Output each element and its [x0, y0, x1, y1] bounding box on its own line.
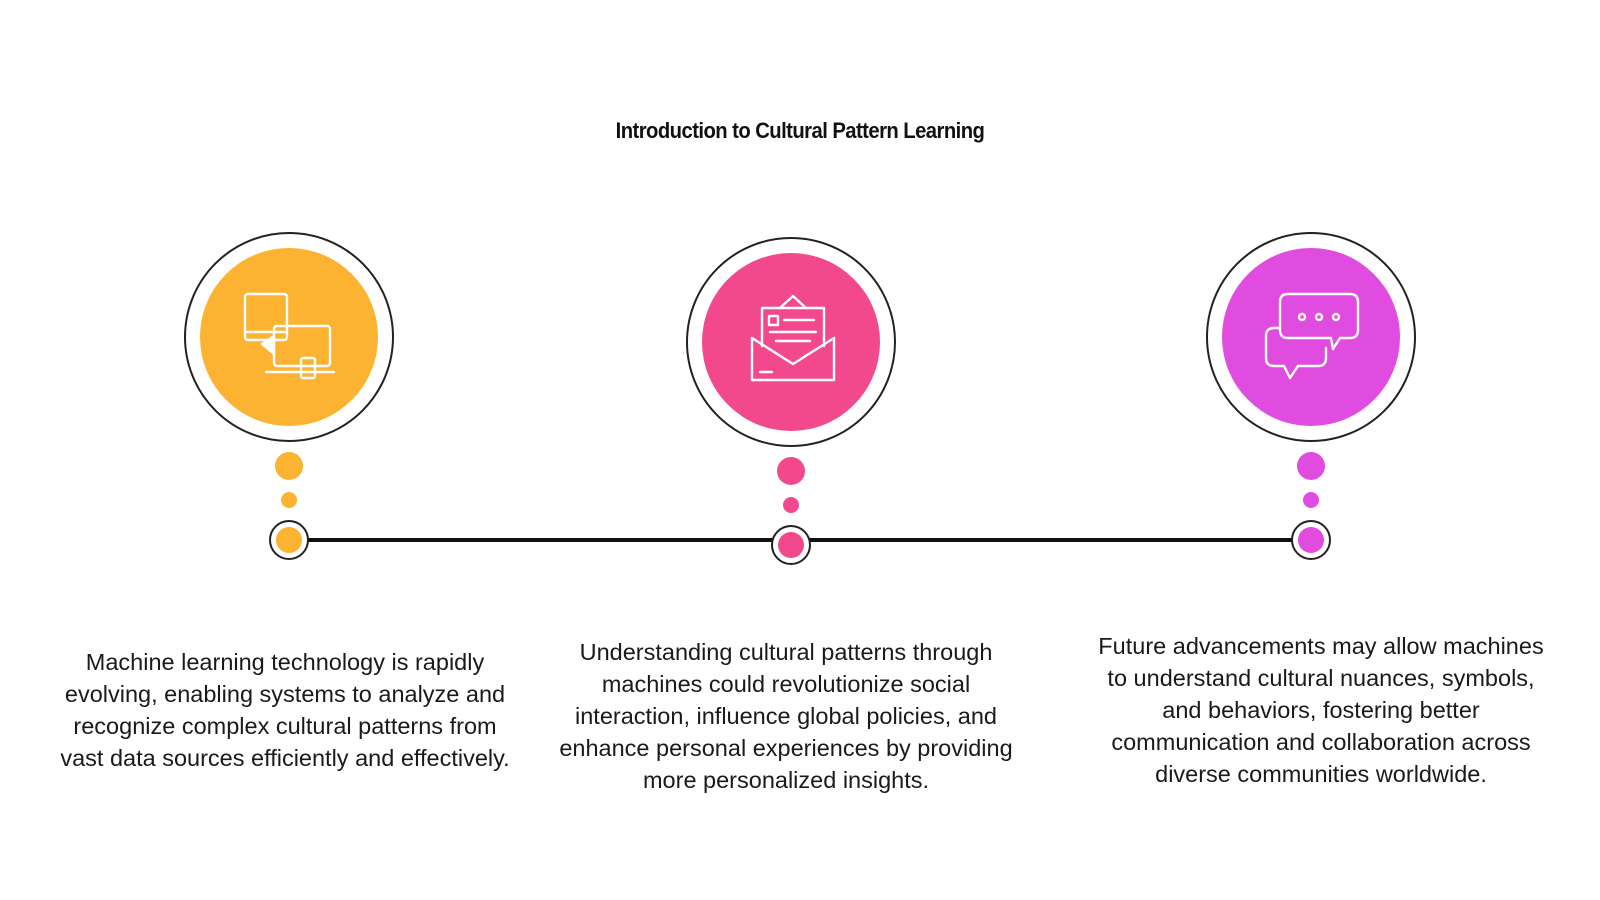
- timeline-step-3: [1206, 232, 1416, 560]
- envelope-letter-icon: [750, 294, 836, 382]
- step-1-description: Machine learning technology is rapidly e…: [60, 649, 510, 771]
- step-2-timeline-node-fill: [778, 532, 804, 558]
- chat-bubbles-icon: [1264, 292, 1360, 380]
- step-2-dot-small: [783, 497, 799, 513]
- page-title: Introduction to Cultural Pattern Learnin…: [615, 118, 985, 143]
- timeline-step-2: [686, 237, 896, 565]
- timeline-step-1: [184, 232, 394, 560]
- step-2-description: Understanding cultural patterns through …: [559, 639, 1013, 793]
- step-3-dot-large: [1297, 452, 1325, 480]
- devices-icon: [243, 292, 336, 380]
- step-3-description: Future advancements may allow machines t…: [1098, 633, 1544, 787]
- step-3-dot-small: [1303, 492, 1319, 508]
- step-3-timeline-node-fill: [1298, 527, 1324, 553]
- step-1-circle: [200, 248, 378, 426]
- step-1-dot-large: [275, 452, 303, 480]
- step-1-timeline-node-fill: [276, 527, 302, 553]
- step-2-dot-large: [777, 457, 805, 485]
- step-1-dot-small: [281, 492, 297, 508]
